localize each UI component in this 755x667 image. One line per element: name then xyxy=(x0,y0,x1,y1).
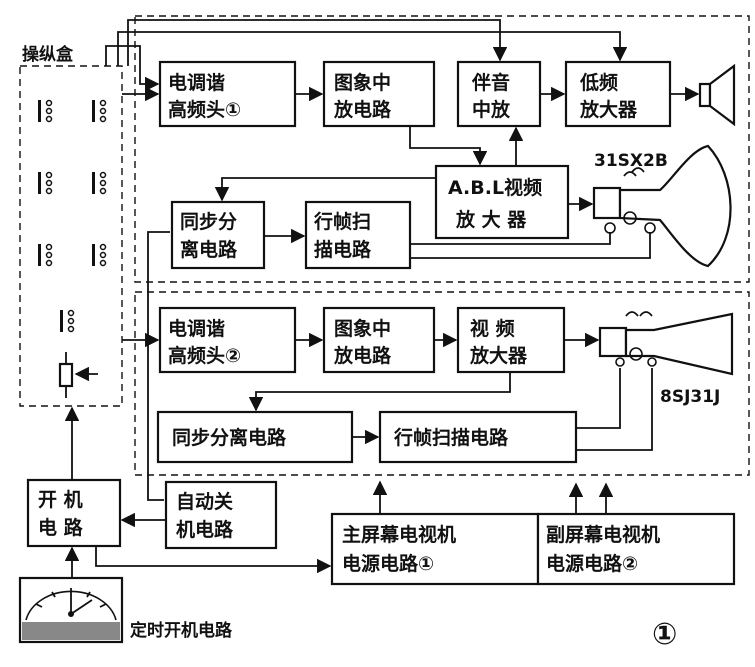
svg-text:主屏幕电视机: 主屏幕电视机 xyxy=(342,523,456,546)
video2-block: 视 频 放大器 xyxy=(456,306,566,374)
sub-picture-tube-icon xyxy=(598,311,734,376)
audio-amp-block: 低频 放大器 xyxy=(564,60,672,128)
power-on-block: 开 机 电 路 xyxy=(26,478,122,548)
svg-text:行帧扫: 行帧扫 xyxy=(313,210,371,233)
psu-sub-block: 副屏幕电视机 电源电路② xyxy=(536,512,736,586)
svg-text:行帧扫描电路: 行帧扫描电路 xyxy=(393,426,509,449)
svg-text:高频头①: 高频头① xyxy=(168,98,241,121)
sub-tv-group-outline xyxy=(134,291,750,476)
switch-icon xyxy=(60,309,75,333)
svg-text:描电路: 描电路 xyxy=(314,238,372,261)
scan1-to-tube-line-a xyxy=(410,232,611,245)
svg-text:自动关: 自动关 xyxy=(176,490,233,513)
scan1-block: 行帧扫 描电路 xyxy=(304,200,412,270)
speaker-icon xyxy=(698,63,736,127)
switch-icon xyxy=(92,99,107,123)
main-picture-tube-icon xyxy=(592,144,732,268)
video2-to-sync2-line xyxy=(248,372,511,412)
switch-icon xyxy=(38,171,53,195)
scan2-to-tube-line-a xyxy=(576,368,621,429)
svg-text:电调谐: 电调谐 xyxy=(168,71,225,94)
svg-text:电调谐: 电调谐 xyxy=(168,317,225,340)
svg-text:放电路: 放电路 xyxy=(333,98,392,121)
if1-to-abl-line xyxy=(409,126,488,166)
figure-number: ① xyxy=(652,617,677,652)
svg-text:放大器: 放大器 xyxy=(469,344,528,367)
timer-label: 定时开机电路 xyxy=(130,620,233,641)
svg-text:中放: 中放 xyxy=(472,98,511,121)
svg-text:同步分: 同步分 xyxy=(180,211,237,233)
svg-text:离电路: 离电路 xyxy=(180,238,238,261)
svg-text:放 大 器: 放 大 器 xyxy=(455,208,527,231)
svg-text:放大器: 放大器 xyxy=(579,98,638,121)
switch-icon xyxy=(92,243,107,267)
svg-text:同步分离电路: 同步分离电路 xyxy=(172,426,287,449)
if1-block: 图象中 放电路 xyxy=(322,60,436,128)
auto-off-block: 自动关 机电路 xyxy=(164,480,278,550)
control-box-label: 操纵盒 xyxy=(22,44,74,65)
svg-text:电 路: 电 路 xyxy=(38,516,84,539)
if2-block: 图象中 放电路 xyxy=(322,306,436,374)
control-to-sound-if-line xyxy=(127,19,508,66)
control-box-outline xyxy=(19,65,123,407)
timer-clock-icon xyxy=(18,576,124,644)
control-to-sync1-line xyxy=(147,231,170,501)
sync1-block: 同步分 离电路 xyxy=(170,200,266,270)
svg-text:开 机: 开 机 xyxy=(38,489,83,511)
main-tv-group-outline xyxy=(134,15,750,283)
abl-video-block: A.B.L视频 放 大 器 xyxy=(434,164,570,240)
tuner1-block: 电调谐 高频头① xyxy=(158,60,297,128)
main-tube-model-label: 31SX2B xyxy=(594,151,668,171)
svg-text:放电路: 放电路 xyxy=(333,344,392,367)
svg-text:图象中: 图象中 xyxy=(334,317,391,340)
scan1-to-tube-line-b xyxy=(410,232,651,259)
sound-if-block: 伴音 中放 xyxy=(456,60,542,128)
svg-text:机电路: 机电路 xyxy=(176,518,234,541)
scan2-to-tube-line-b xyxy=(576,368,653,451)
sub-tube-model-label: 8SJ31J xyxy=(660,387,720,407)
control-to-tuner1-top-line xyxy=(105,45,160,92)
svg-text:A.B.L视频: A.B.L视频 xyxy=(448,176,542,199)
svg-text:副屏幕电视机: 副屏幕电视机 xyxy=(546,523,660,546)
svg-text:图象中: 图象中 xyxy=(334,71,391,94)
control-to-sound-line xyxy=(117,31,628,66)
abl-to-sync1-line xyxy=(214,177,436,202)
tuner2-block: 电调谐 高频头② xyxy=(158,306,297,374)
switch-icon xyxy=(38,99,53,123)
svg-text:电源电路①: 电源电路① xyxy=(342,552,434,575)
potentiometer-icon xyxy=(58,352,98,398)
power-on-to-psu-line xyxy=(95,546,332,574)
svg-text:伴音: 伴音 xyxy=(471,71,510,94)
svg-text:视 频: 视 频 xyxy=(470,317,515,340)
sync2-block: 同步分离电路 xyxy=(156,410,354,464)
svg-text:高频头②: 高频头② xyxy=(168,344,241,367)
psu-main-block: 主屏幕电视机 电源电路① xyxy=(330,512,540,586)
switch-icon xyxy=(38,243,53,267)
svg-text:低频: 低频 xyxy=(579,71,618,94)
switch-icon xyxy=(92,171,107,195)
svg-text:电源电路②: 电源电路② xyxy=(546,552,638,575)
scan2-block: 行帧扫描电路 xyxy=(378,410,578,464)
